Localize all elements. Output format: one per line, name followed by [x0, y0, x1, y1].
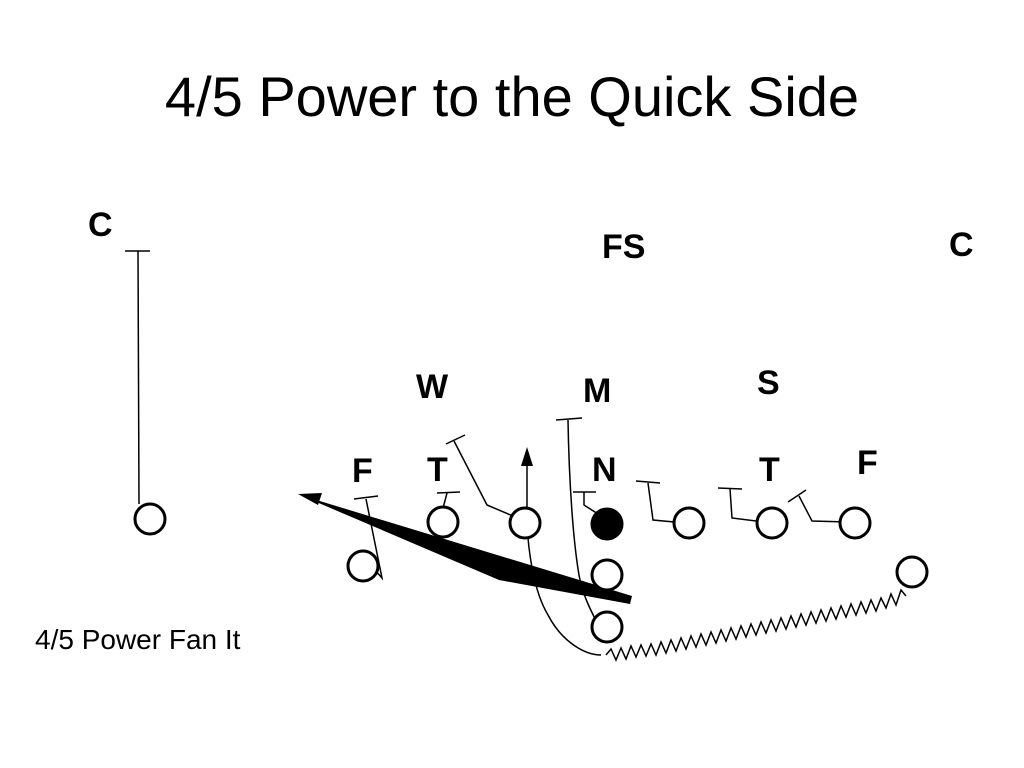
split-end-route [125, 250, 150, 505]
player-quarterback [590, 558, 624, 592]
block-tight-end [787, 489, 849, 523]
block-center-will [445, 434, 528, 523]
label-end-left: F [352, 452, 373, 490]
ball-carrier-path [298, 493, 632, 604]
player-center [590, 507, 624, 541]
player-left-guard-2 [508, 506, 542, 540]
play-caption: 4/5 Power Fan It [35, 624, 241, 655]
fullback-route [555, 417, 599, 626]
player-flanker [895, 555, 929, 589]
label-nose: N [592, 451, 617, 489]
pulling-guard-route [521, 447, 602, 656]
label-sam: S [757, 364, 780, 402]
label-corner-right: C [949, 226, 974, 264]
label-will: W [416, 368, 449, 406]
block-right-tackle [717, 487, 765, 523]
label-corner-left: C [88, 206, 113, 244]
label-tackle-left: T [427, 451, 448, 489]
player-tailback [590, 610, 624, 644]
block-nose [573, 491, 599, 515]
player-left-tackle [346, 549, 380, 583]
motion-zigzag [605, 588, 907, 662]
label-mike: M [583, 372, 611, 410]
label-free-safety: FS [602, 228, 645, 266]
player-left-guard [426, 505, 460, 539]
label-end-right: F [857, 444, 878, 482]
player-right-tackle [755, 506, 789, 540]
player-right-guard [672, 506, 706, 540]
arrow-head-up [521, 447, 533, 466]
label-tackle-right: T [759, 451, 780, 489]
player-tight-end [838, 506, 872, 540]
slide-title: 4/5 Power to the Quick Side [164, 65, 860, 128]
arrow-head-left [298, 493, 322, 505]
player-split-end [133, 502, 167, 536]
